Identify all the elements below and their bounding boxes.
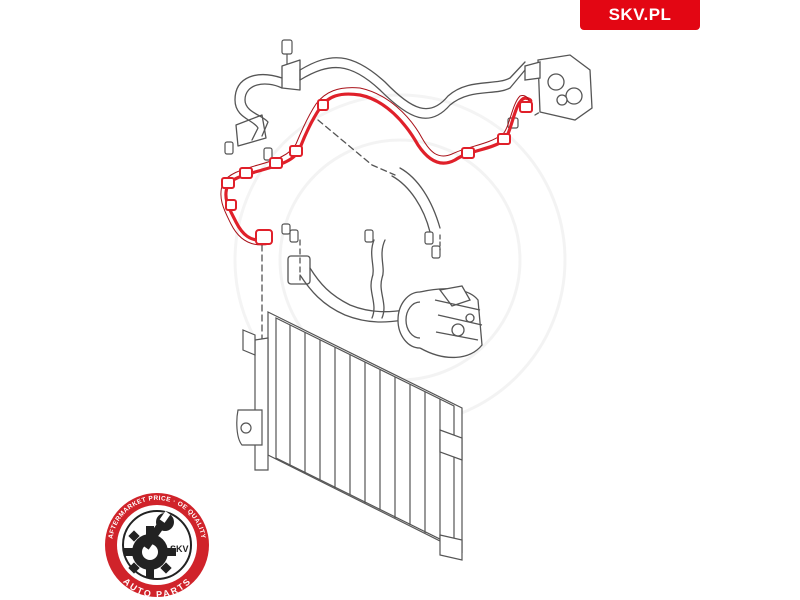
highlighted-ac-hose	[220, 87, 533, 246]
badge-center-text: SKV	[170, 544, 189, 554]
other-ac-lines	[234, 57, 561, 421]
condenser	[236, 311, 463, 561]
ac-compressor	[397, 285, 483, 359]
brand-tab[interactable]: SKV.PL	[580, 0, 700, 30]
expansion-valve	[524, 54, 593, 121]
skv-auto-parts-badge: SKV	[105, 493, 209, 597]
brand-site-label: SKV.PL	[608, 5, 672, 24]
wrench-icon	[142, 511, 174, 550]
